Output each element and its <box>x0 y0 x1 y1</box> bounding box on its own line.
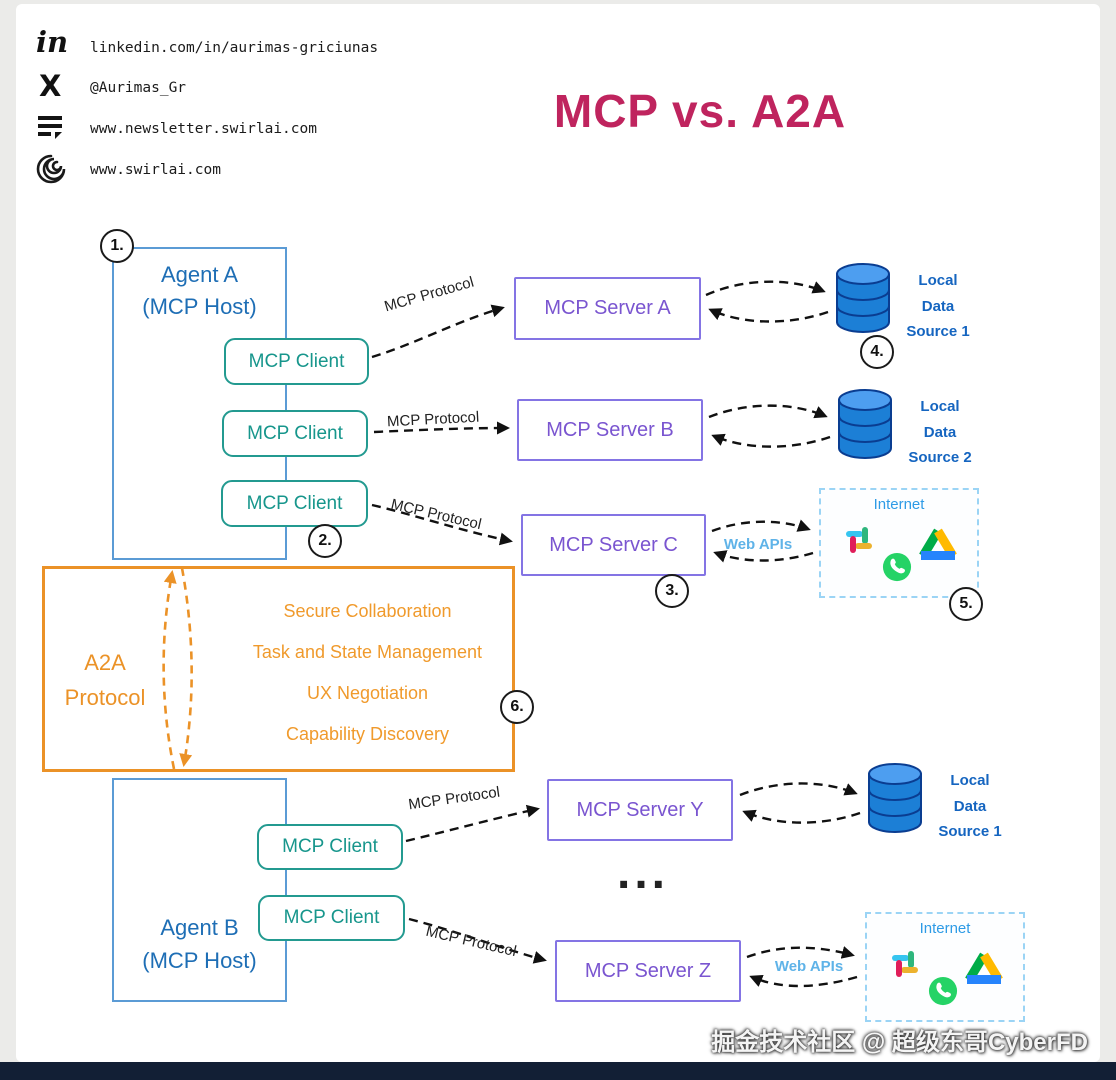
a2a-feature-task-state-management: Task and State Management <box>252 642 483 662</box>
mcp-server-y-box: MCP Server Y <box>547 779 733 841</box>
mcp-client-a1: MCP Client <box>224 338 369 385</box>
internet-box-2: Internet <box>865 912 1025 1022</box>
a2a-protocol-title: A2A Protocol <box>64 650 146 710</box>
badge-3: 3. <box>655 574 689 608</box>
a2a-feature-secure-collaboration: Secure Collaboration <box>283 601 452 621</box>
x-icon: X <box>39 69 62 103</box>
slack-icon-2 <box>889 948 921 985</box>
badge-5: 5. <box>949 587 983 621</box>
badge-2: 2. <box>308 524 342 558</box>
google-drive-icon-1 <box>919 527 957 565</box>
mcp-client-b1: MCP Client <box>257 824 403 870</box>
whatsapp-icon-1 <box>882 552 912 587</box>
badge-6: 6. <box>500 690 534 724</box>
mcp-server-b-box: MCP Server B <box>517 399 703 461</box>
internet-label-1: Internet <box>873 496 925 513</box>
a2a-feature-capability-discovery: Capability Discovery <box>285 724 450 744</box>
swirl-icon <box>34 152 68 191</box>
newsletter-icon <box>38 114 64 145</box>
agent-b-title: Agent B <box>160 915 239 940</box>
a2a-feature-ux-negotiation: UX Negotiation <box>306 683 429 703</box>
database-icon-2 <box>836 388 894 467</box>
mcp-client-a3: MCP Client <box>221 480 368 527</box>
mcp-client-b2: MCP Client <box>258 895 405 941</box>
whatsapp-icon-2 <box>928 976 958 1011</box>
agent-b-subtitle: (MCP Host) <box>142 948 257 973</box>
a2a-feature-list: Secure Collaboration Task and State Mana… <box>205 601 530 745</box>
newsletter-link-text: www.newsletter.swirlai.com <box>90 121 317 137</box>
x-link-text: @Aurimas_Gr <box>90 80 187 96</box>
agent-a-subtitle: (MCP Host) <box>142 294 257 319</box>
agent-a-title: Agent A <box>160 262 239 287</box>
internet-box-1: Internet <box>819 488 979 598</box>
local-data-source-1-label: Local Data Source 1 <box>906 272 970 340</box>
google-drive-icon-2 <box>965 951 1003 989</box>
servers-ellipsis: ... <box>616 846 669 899</box>
agent-b-box <box>112 778 287 1002</box>
bottom-bar <box>0 1062 1116 1080</box>
mcp-server-c-box: MCP Server C <box>521 514 706 576</box>
linkedin-link-text: linkedin.com/in/aurimas-griciunas <box>90 40 379 56</box>
internet-label-2: Internet <box>919 920 971 937</box>
linkedin-icon: in <box>36 25 69 59</box>
database-icon-3 <box>866 762 924 841</box>
mcp-server-a-box: MCP Server A <box>514 277 701 340</box>
swirl-link-text: www.swirlai.com <box>90 162 221 178</box>
local-data-source-2-label: Local Data Source 2 <box>908 398 972 466</box>
watermark-text: 掘金技术社区 @ 超级东哥CyberFD <box>711 1029 1088 1056</box>
local-data-source-3-label: Local Data Source 1 <box>938 772 1002 840</box>
mcp-client-a2: MCP Client <box>222 410 368 457</box>
slack-icon-1 <box>843 524 875 561</box>
badge-4: 4. <box>860 335 894 369</box>
database-icon-1 <box>834 262 892 341</box>
web-apis-label-2: Web APIs <box>774 958 844 975</box>
mcp-server-z-box: MCP Server Z <box>555 940 741 1002</box>
badge-1: 1. <box>100 229 134 263</box>
page-title: MCP vs. A2A <box>553 85 847 137</box>
web-apis-label-1: Web APIs <box>723 536 793 553</box>
a2a-protocol-box <box>42 566 515 772</box>
